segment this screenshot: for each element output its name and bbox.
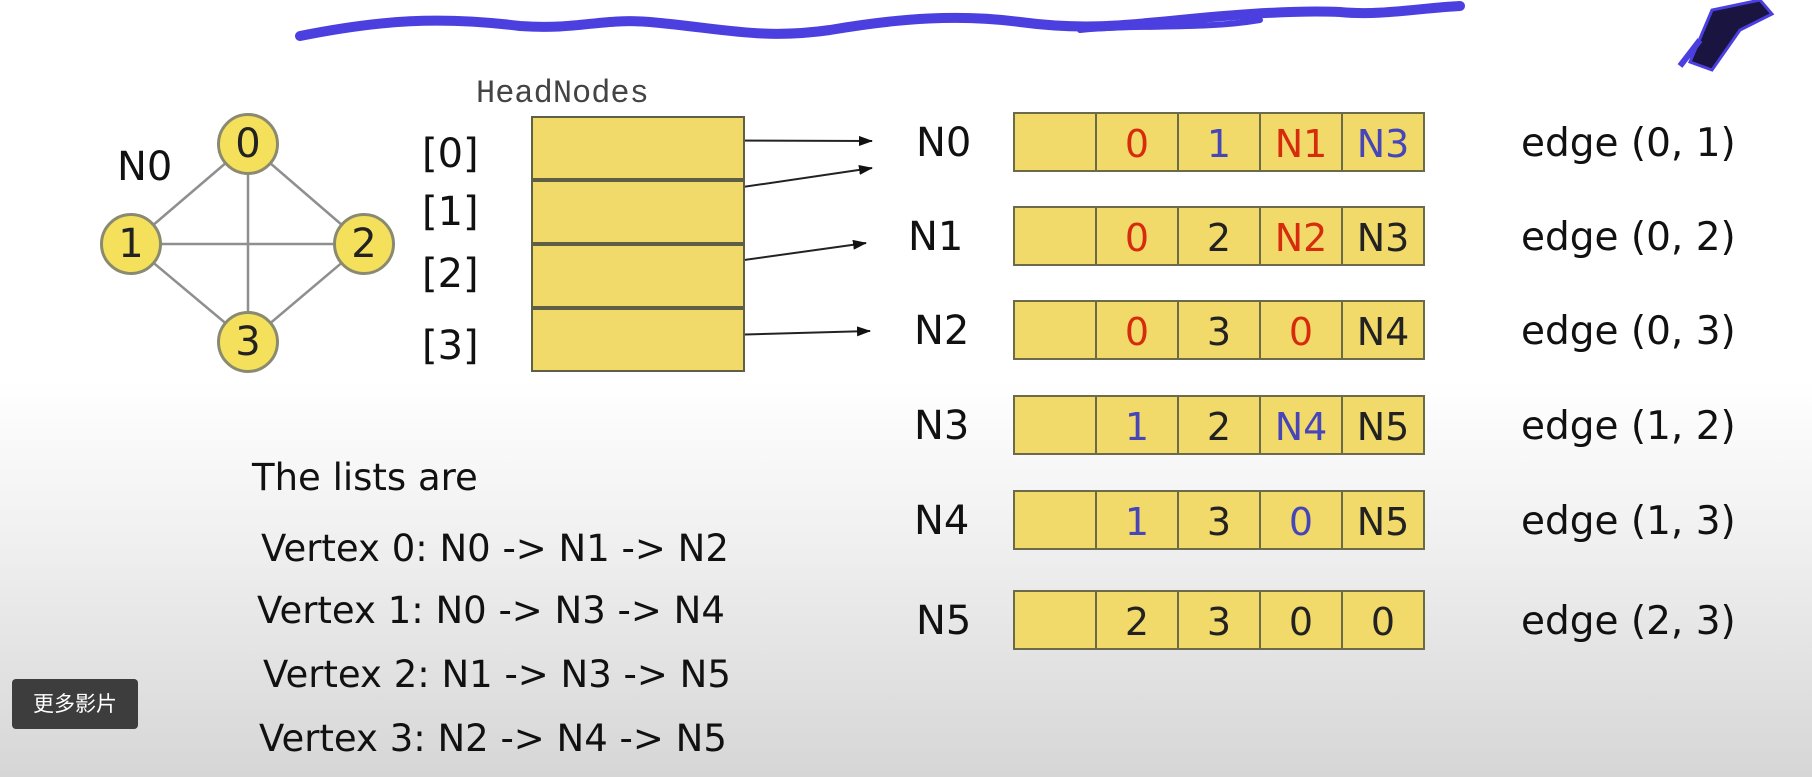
edge-node-mark-cell (1013, 490, 1097, 550)
edge-label: edge (0, 3) (1521, 309, 1736, 354)
edge-node-cell: N5 (1341, 395, 1425, 455)
edge-node-cell: 0 (1095, 206, 1179, 266)
edge-node-mark-cell (1013, 590, 1097, 650)
edge-node-mark-cell (1013, 206, 1097, 266)
headnode-index-1: [1] (422, 189, 479, 235)
edge-node-cell: 0 (1259, 490, 1343, 550)
headnode-index-3: [3] (422, 323, 479, 369)
edge-node-label: N2 (914, 308, 970, 354)
edge-node-cell: 1 (1095, 490, 1179, 550)
edge-node-cell: 1 (1177, 112, 1261, 172)
lists-heading: The lists are (252, 456, 478, 499)
edge-node-cell: 0 (1095, 300, 1179, 360)
list-vertex-1: Vertex 1: N0 -> N3 -> N4 (257, 589, 725, 632)
headnode-2 (531, 244, 745, 308)
headnodes-title: HeadNodes (476, 75, 649, 112)
pen-tip (1688, 0, 1775, 72)
pen-scribble-accent (1077, 17, 1263, 33)
edge-node-mark-cell (1013, 395, 1097, 455)
list-vertex-3: Vertex 3: N2 -> N4 -> N5 (259, 717, 727, 760)
vertex-0: 0 (217, 113, 279, 175)
edge-node-cell: 1 (1095, 395, 1179, 455)
edge-label: edge (1, 3) (1521, 499, 1736, 544)
edge-node-cell: N5 (1341, 490, 1425, 550)
headnode-index-2: [2] (422, 251, 479, 297)
edge-node-label: N4 (914, 498, 970, 544)
edge-node-mark-cell (1013, 112, 1097, 172)
headnode-index-0: [0] (422, 131, 479, 177)
vertex-1: 1 (100, 213, 162, 275)
edge-node-cell: N2 (1259, 206, 1343, 266)
vertex-2: 2 (333, 213, 395, 275)
edge-node-label: N1 (908, 214, 964, 260)
edge-node-cell: N3 (1341, 112, 1425, 172)
edge-node-cell: 3 (1177, 300, 1261, 360)
edge-node-cell: 2 (1177, 206, 1261, 266)
edge-node-mark-cell (1013, 300, 1097, 360)
vertex-3: 3 (217, 311, 279, 373)
edge-node-cell: N1 (1259, 112, 1343, 172)
edge-label: edge (0, 2) (1521, 215, 1736, 260)
edge-node-cell: 2 (1095, 590, 1179, 650)
edge-node-label: N3 (914, 403, 970, 449)
edge-node-cell: 3 (1177, 490, 1261, 550)
edge-node-cell: 0 (1095, 112, 1179, 172)
edge-node-cell: 2 (1177, 395, 1261, 455)
headnode-1 (531, 180, 745, 244)
edge-label: edge (1, 2) (1521, 404, 1736, 449)
list-vertex-0: Vertex 0: N0 -> N1 -> N2 (261, 527, 729, 570)
edge-node-label: N5 (916, 598, 972, 644)
list-vertex-2: Vertex 2: N1 -> N3 -> N5 (263, 653, 731, 696)
edge-node-cell: 0 (1259, 300, 1343, 360)
edge-node-cell: N3 (1341, 206, 1425, 266)
more-videos-button[interactable]: 更多影片 (12, 679, 138, 729)
headnode-0 (531, 116, 745, 180)
edge-node-cell: N4 (1341, 300, 1425, 360)
headnode-3 (531, 308, 745, 372)
edge-node-cell: 3 (1177, 590, 1261, 650)
pen-tip-shade (1677, 38, 1703, 68)
edge-node-cell: 0 (1259, 590, 1343, 650)
pen-scribble (295, 1, 1465, 41)
edge-node-cell: N4 (1259, 395, 1343, 455)
edge-label: edge (0, 1) (1521, 121, 1736, 166)
edge-node-label: N0 (916, 120, 972, 166)
edge-label: edge (2, 3) (1521, 599, 1736, 644)
graph-label: N0 (117, 144, 173, 190)
edge-node-cell: 0 (1341, 590, 1425, 650)
